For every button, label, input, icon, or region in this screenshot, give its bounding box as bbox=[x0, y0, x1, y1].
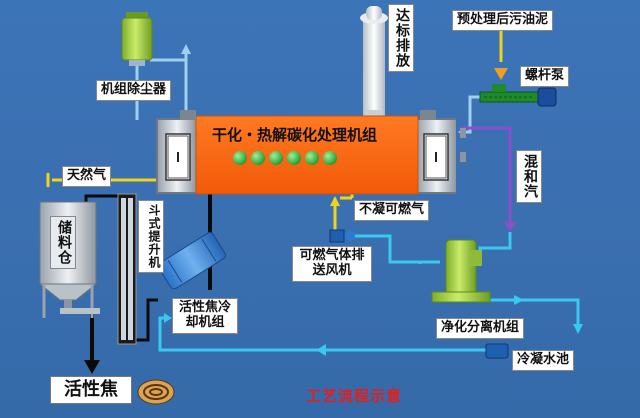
dust-collector-label: 机组除尘器 bbox=[96, 80, 172, 101]
dust-collector bbox=[121, 12, 153, 66]
reactor-label: 干化・热解碳化处理机组 bbox=[212, 126, 378, 144]
product-label: 活性焦 bbox=[50, 376, 132, 404]
screw-pump-label: 螺杆泵 bbox=[520, 66, 570, 87]
coke-cooler-label: 活性焦冷却机组 bbox=[172, 298, 238, 334]
gas-fan bbox=[329, 229, 355, 243]
diagram-title: 工艺流程示意 bbox=[306, 387, 403, 405]
natural-gas-label: 天然气 bbox=[62, 166, 112, 187]
elevator-feed bbox=[134, 298, 158, 342]
screw-pump bbox=[479, 84, 557, 107]
mixed-vapor-pipe bbox=[460, 126, 512, 228]
bucket-elevator-label: 斗式提升机 bbox=[138, 200, 164, 273]
gas-fan-pipe bbox=[352, 234, 440, 264]
condensing-pump bbox=[485, 343, 509, 359]
burners bbox=[233, 151, 337, 165]
dust-arrow-up bbox=[181, 44, 191, 54]
storage-bin-label: 储料仓 bbox=[50, 216, 76, 269]
gas-fan-label: 可燃气体排送风机 bbox=[292, 246, 372, 282]
exhaust-label: 达标排放 bbox=[388, 4, 414, 72]
condensing-pool-label: 冷凝水池 bbox=[512, 350, 575, 371]
sludge-label: 预处理后污油泥 bbox=[452, 10, 554, 31]
bucket-elevator bbox=[117, 193, 137, 345]
condensate-loop bbox=[418, 232, 580, 330]
exhaust-chimney bbox=[360, 6, 388, 122]
coke-cooler bbox=[157, 232, 226, 290]
reactor bbox=[156, 110, 466, 195]
coke-product-icon bbox=[137, 379, 175, 405]
non-condensable-gas-label: 不凝可燃气 bbox=[354, 200, 430, 221]
mixed-vapor-label: 混和汽 bbox=[516, 150, 542, 203]
separation-unit bbox=[431, 239, 491, 303]
separation-unit-label: 净化分离机组 bbox=[436, 318, 525, 339]
